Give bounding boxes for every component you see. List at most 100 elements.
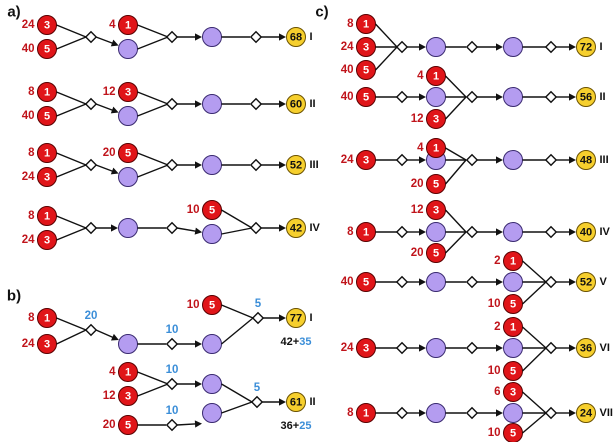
red-node-label: 3: [433, 205, 439, 217]
result-node-label: 61: [290, 397, 302, 409]
red-node-label: 1: [44, 148, 50, 160]
count-label: 2: [494, 321, 500, 333]
count-label: 40: [22, 43, 35, 55]
arrow-head: [279, 398, 286, 406]
count-label: 24: [341, 41, 354, 53]
edge-line: [374, 23, 398, 48]
red-node-label: 1: [363, 19, 369, 31]
red-node-label: 3: [44, 235, 50, 247]
red-node-label: 1: [433, 143, 439, 155]
formula-label: 36+25: [281, 420, 312, 432]
arrow-head: [195, 33, 202, 41]
red-node-label: 1: [433, 71, 439, 83]
count-label: 12: [411, 113, 424, 125]
result-node-label: 36: [580, 343, 592, 355]
red-node-label: 1: [44, 87, 50, 99]
arrow-head: [569, 43, 576, 51]
junction-diamond: [84, 158, 98, 172]
count-label: 12: [103, 390, 116, 402]
result-node: [286, 27, 306, 47]
count-label: 24: [22, 338, 35, 350]
result-node: [576, 338, 596, 358]
purple-node: [118, 106, 138, 126]
red-node-label: 1: [510, 322, 516, 334]
scheme-roman-label: I: [310, 312, 313, 324]
arrow-head: [195, 380, 202, 388]
junction-diamond: [165, 221, 179, 235]
arrow-head: [279, 161, 286, 169]
purple-node: [202, 374, 222, 394]
arrow-head: [279, 224, 286, 232]
edge-line: [137, 164, 169, 178]
count-label: 40: [341, 64, 354, 76]
result-node-label: 52: [580, 277, 592, 289]
red-node-label: 1: [510, 256, 516, 268]
edge-line: [444, 159, 467, 185]
purple-node: [503, 272, 523, 292]
arrow-head: [419, 43, 426, 51]
junction-diamond: [395, 275, 409, 289]
edge-line: [56, 215, 87, 229]
result-node: [286, 218, 306, 238]
count-label: 40: [341, 276, 354, 288]
arrow-head: [569, 228, 576, 236]
count-label: 4: [417, 70, 424, 82]
count-label: 4: [109, 366, 116, 378]
edge-line: [56, 103, 87, 117]
junction-diamond: [84, 221, 98, 235]
junction-diamond: [165, 30, 179, 44]
junction-diamond: [165, 337, 179, 351]
junction-diamond: [544, 90, 558, 104]
junction-diamond: [251, 311, 265, 325]
red-node-label: 5: [363, 65, 369, 77]
arrow-head: [110, 39, 119, 47]
step-label: 10: [166, 364, 179, 376]
edge-line: [137, 371, 169, 385]
result-node-label: 68: [290, 32, 302, 44]
red-node-label: 3: [433, 114, 439, 126]
arrow-head: [279, 314, 286, 322]
arrow-line: [95, 329, 115, 339]
purple-node: [426, 37, 446, 57]
purple-node: [503, 403, 523, 423]
arrow-head: [419, 409, 426, 417]
edge-line: [137, 91, 169, 105]
red-node-label: 5: [44, 44, 50, 56]
red-node-label: 5: [209, 300, 215, 312]
count-label: 20: [103, 147, 116, 159]
count-label: 8: [28, 147, 35, 159]
arrow-head: [569, 93, 576, 101]
arrow-head: [195, 161, 202, 169]
arrow-line: [95, 103, 115, 112]
red-node-label: 1: [363, 227, 369, 239]
result-node-label: 48: [580, 155, 592, 167]
result-node: [286, 94, 306, 114]
red-node-label: 5: [125, 420, 131, 432]
arrow-head: [419, 228, 426, 236]
edge-line: [522, 281, 547, 305]
arrow-head: [110, 167, 119, 175]
result-node-label: 42: [290, 223, 302, 235]
result-node-label: 52: [290, 160, 302, 172]
purple-node: [503, 150, 523, 170]
red-node-label: 5: [363, 277, 369, 289]
edge-line: [56, 164, 87, 178]
edge-line: [221, 304, 254, 319]
count-label: 8: [347, 407, 354, 419]
step-label: 5: [254, 382, 261, 394]
scheme-roman-label: I: [310, 31, 313, 43]
junction-diamond: [544, 153, 558, 167]
junction-diamond: [165, 418, 179, 432]
edge-line: [522, 326, 547, 349]
edge-line: [137, 383, 169, 397]
scheme-roman-label: VI: [600, 342, 610, 354]
edge-line: [56, 317, 87, 331]
junction-diamond: [544, 406, 558, 420]
edge-line: [137, 152, 169, 166]
result-node-label: 60: [290, 99, 302, 111]
junction-diamond: [249, 221, 263, 235]
purple-node: [118, 218, 138, 238]
red-node-label: 3: [363, 42, 369, 54]
edge-line: [221, 317, 254, 345]
purple-node: [202, 403, 222, 423]
